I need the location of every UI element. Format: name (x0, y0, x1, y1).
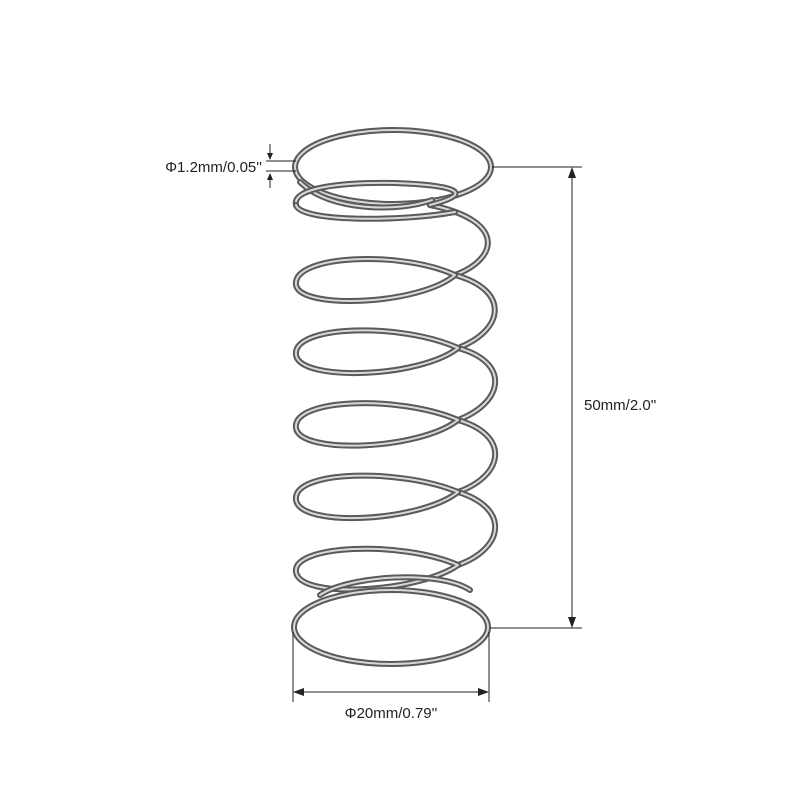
outer-diameter-label: Φ20mm/0.79'' (345, 705, 438, 722)
wire-diameter-dimension (266, 144, 296, 188)
wire-diameter-label: Φ1.2mm/0.05'' (165, 159, 262, 176)
spring-coil-2 (293, 327, 461, 377)
length-dimension (490, 166, 582, 629)
outer-diameter-dimension (292, 632, 490, 702)
spring-coil-bottom (291, 587, 491, 667)
length-label: 50mm/2.0'' (584, 397, 657, 414)
spring-coil-top (292, 127, 494, 211)
spring-coil-bottom-inner (317, 574, 473, 598)
compression-spring (291, 127, 499, 667)
spring-coil-4 (293, 472, 461, 522)
spring-coil-5 (293, 545, 461, 593)
spring-coil-3 (293, 400, 461, 449)
spring-coil-top-inner (292, 179, 459, 222)
spring-coil-1 (293, 256, 458, 305)
spring-helix-right (427, 202, 499, 568)
